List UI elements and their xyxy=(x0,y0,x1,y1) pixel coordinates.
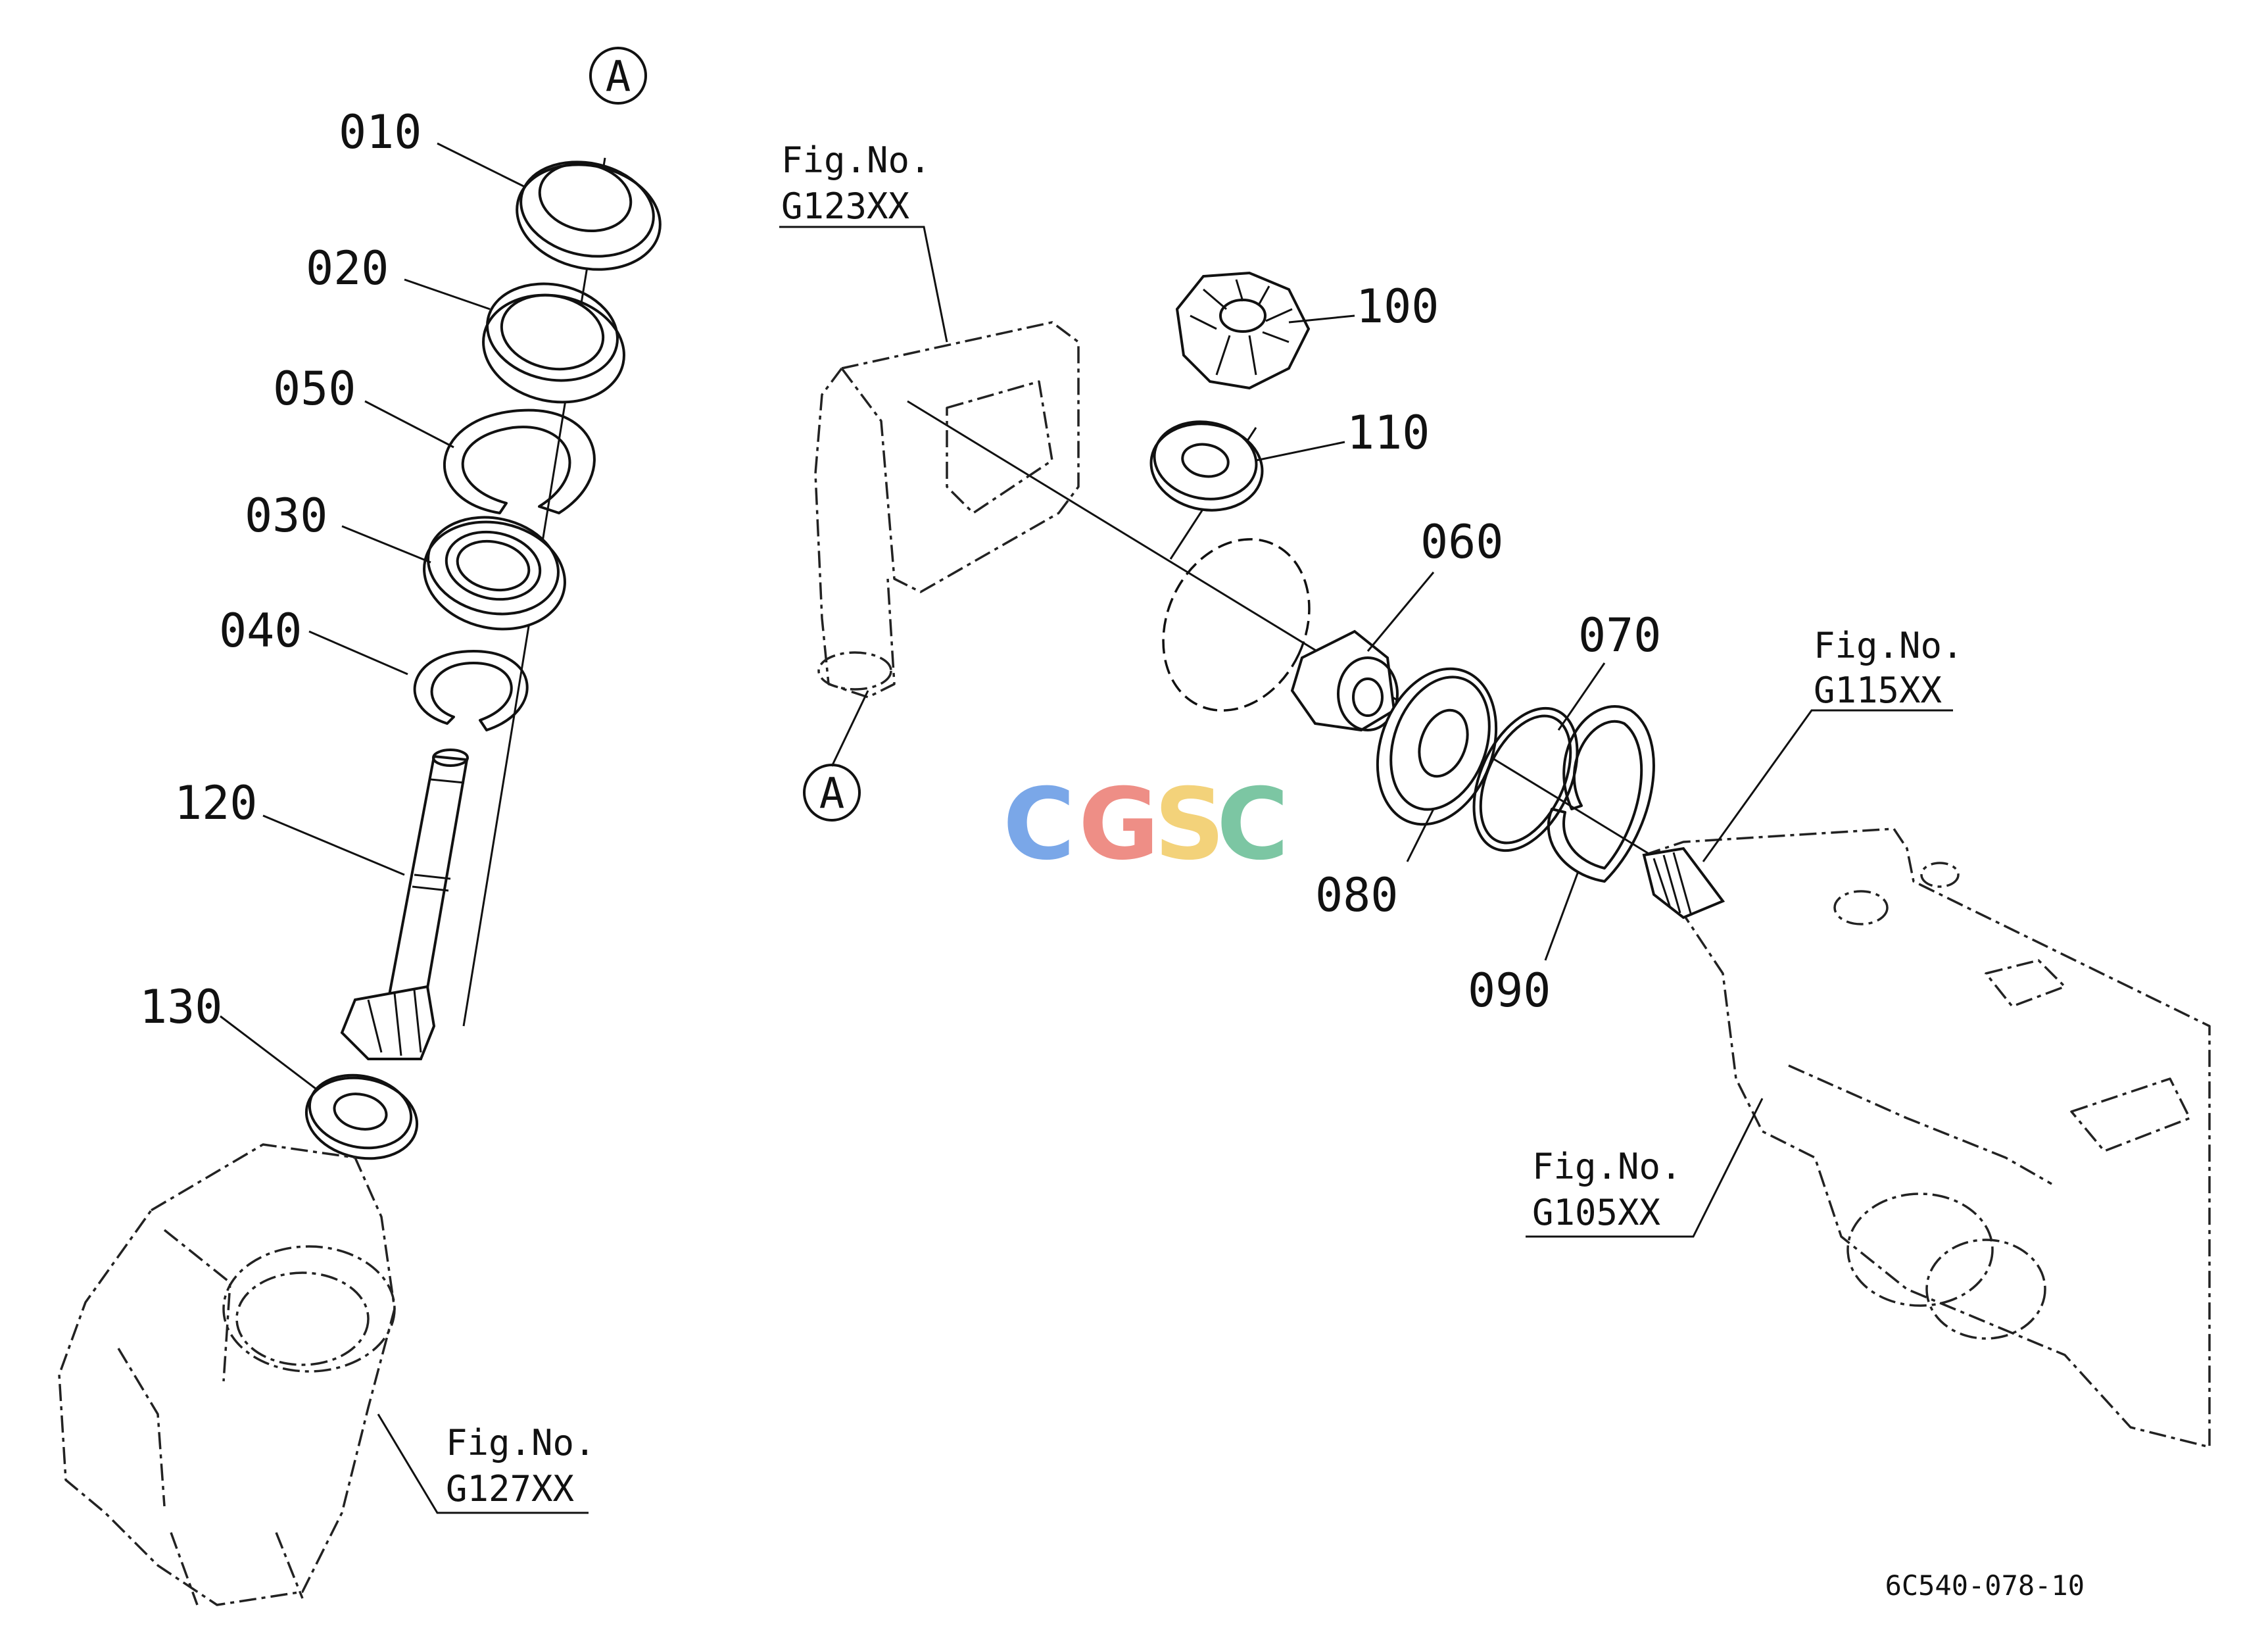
part-130-ball-bearing[interactable] xyxy=(299,1066,424,1168)
part-080-ball-bearing[interactable] xyxy=(1357,652,1516,841)
fig-ref-g105xx-line2: G105XX xyxy=(1532,1192,1661,1233)
fig-ref-g123xx-line1: Fig.No. xyxy=(781,139,931,181)
label-050: 050 xyxy=(273,362,356,416)
watermark-letter-c2: C xyxy=(1217,768,1289,882)
part-060-pinion-gear[interactable] xyxy=(1290,629,1399,732)
spline-shaft-stub xyxy=(1642,847,1725,920)
part-050-internal-circlip[interactable] xyxy=(443,408,596,514)
drawing-code: 6C540-078-10 xyxy=(1885,1569,2085,1602)
label-020: 020 xyxy=(306,241,389,295)
fig-ref-g123xx-line2: G123XX xyxy=(781,185,910,227)
fig-ref-g127xx[interactable]: Fig.No. G127XX xyxy=(446,1422,596,1510)
housing-g127xx-ghost xyxy=(58,1143,396,1606)
assembly-axis-lines xyxy=(462,157,1684,1027)
label-040: 040 xyxy=(219,604,302,658)
housing-g115xx-g105xx-ghost xyxy=(1643,827,2211,1448)
callout-a-top: A xyxy=(589,47,647,105)
fig-ref-g115xx[interactable]: Fig.No. G115XX xyxy=(1814,625,1964,711)
label-080: 080 xyxy=(1315,868,1398,922)
label-120: 120 xyxy=(174,776,257,830)
fig-ref-g115xx-line1: Fig.No. xyxy=(1814,625,1964,666)
o-ring-ghost xyxy=(1162,538,1311,712)
housing-g123xx-ghost xyxy=(814,321,1080,699)
fig-ref-g127xx-line2: G127XX xyxy=(446,1468,575,1510)
label-110: 110 xyxy=(1347,406,1430,460)
part-090-circlip[interactable] xyxy=(1547,705,1655,883)
fig-ref-g105xx-line1: Fig.No. xyxy=(1532,1146,1682,1187)
fig-ref-g123xx[interactable]: Fig.No. G123XX xyxy=(781,139,931,227)
part-030-ball-bearing[interactable] xyxy=(414,506,575,642)
label-030: 030 xyxy=(245,489,327,543)
part-100-bevel-gear[interactable] xyxy=(1175,271,1311,390)
leader-lines xyxy=(220,142,1953,1514)
part-110-ball-bearing[interactable] xyxy=(1144,414,1269,518)
cgsc-watermark: C G S C xyxy=(1003,768,1289,882)
watermark-letter-c1: C xyxy=(1003,768,1075,882)
fig-ref-g105xx[interactable]: Fig.No. G105XX xyxy=(1532,1146,1682,1233)
label-070: 070 xyxy=(1578,608,1661,662)
callout-a-top-label: A xyxy=(606,53,631,101)
watermark-letter-s: S xyxy=(1154,768,1225,882)
label-130: 130 xyxy=(139,980,222,1034)
part-number-labels: 010 020 030 040 050 060 070 080 090 100 … xyxy=(139,105,1661,1034)
part-070-ring[interactable] xyxy=(1453,692,1598,867)
part-020-collar[interactable] xyxy=(473,272,635,415)
part-010-oil-seal[interactable] xyxy=(507,150,670,282)
label-010: 010 xyxy=(339,105,422,159)
fig-ref-g127xx-line1: Fig.No. xyxy=(446,1422,596,1463)
callout-a-mid-label: A xyxy=(819,770,845,818)
part-120-pinion-shaft[interactable] xyxy=(340,749,469,1060)
label-100: 100 xyxy=(1356,280,1439,333)
watermark-letter-g: G xyxy=(1078,768,1159,882)
fig-ref-g115xx-line2: G115XX xyxy=(1814,670,1942,711)
callout-a-mid: A xyxy=(803,764,861,822)
label-060: 060 xyxy=(1420,515,1503,569)
part-040-circlip[interactable] xyxy=(413,650,529,731)
label-090: 090 xyxy=(1468,964,1551,1018)
